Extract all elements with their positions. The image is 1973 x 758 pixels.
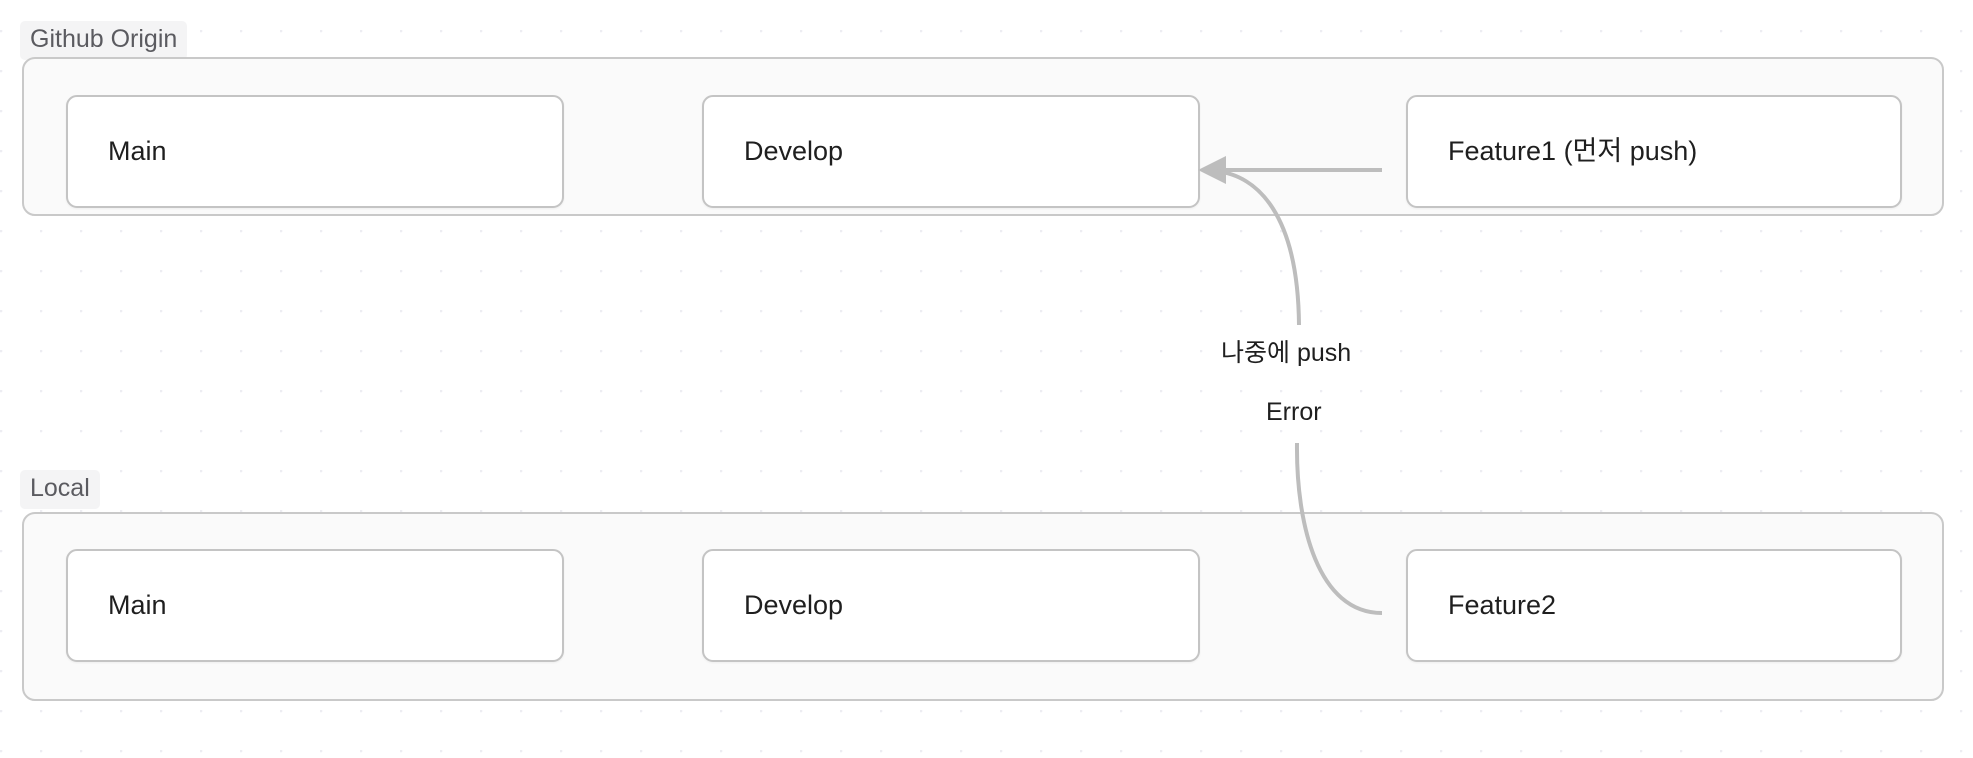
node-local-develop[interactable]: Develop <box>702 549 1200 662</box>
node-origin-main[interactable]: Main <box>66 95 564 208</box>
edge-label-error: Error <box>1266 398 1322 426</box>
group-label-local: Local <box>20 470 100 509</box>
node-origin-feature1[interactable]: Feature1 (먼저 push) <box>1406 95 1902 208</box>
node-origin-main-label: Main <box>108 135 167 166</box>
node-origin-feature1-label: Feature1 (먼저 push) <box>1448 135 1698 166</box>
node-origin-develop[interactable]: Develop <box>702 95 1200 208</box>
node-local-feature2-label: Feature2 <box>1448 589 1557 620</box>
edge-label-later-push: 나중에 push <box>1221 339 1352 367</box>
group-local: Main Develop Feature2 <box>22 512 1944 701</box>
group-github-origin: Main Develop Feature1 (먼저 push) <box>22 57 1944 216</box>
node-origin-develop-label: Develop <box>744 135 844 166</box>
group-label-github-origin: Github Origin <box>20 21 188 60</box>
node-local-develop-label: Develop <box>744 589 844 620</box>
node-local-main-label: Main <box>108 589 167 620</box>
node-local-main[interactable]: Main <box>66 549 564 662</box>
node-local-feature2[interactable]: Feature2 <box>1406 549 1902 662</box>
